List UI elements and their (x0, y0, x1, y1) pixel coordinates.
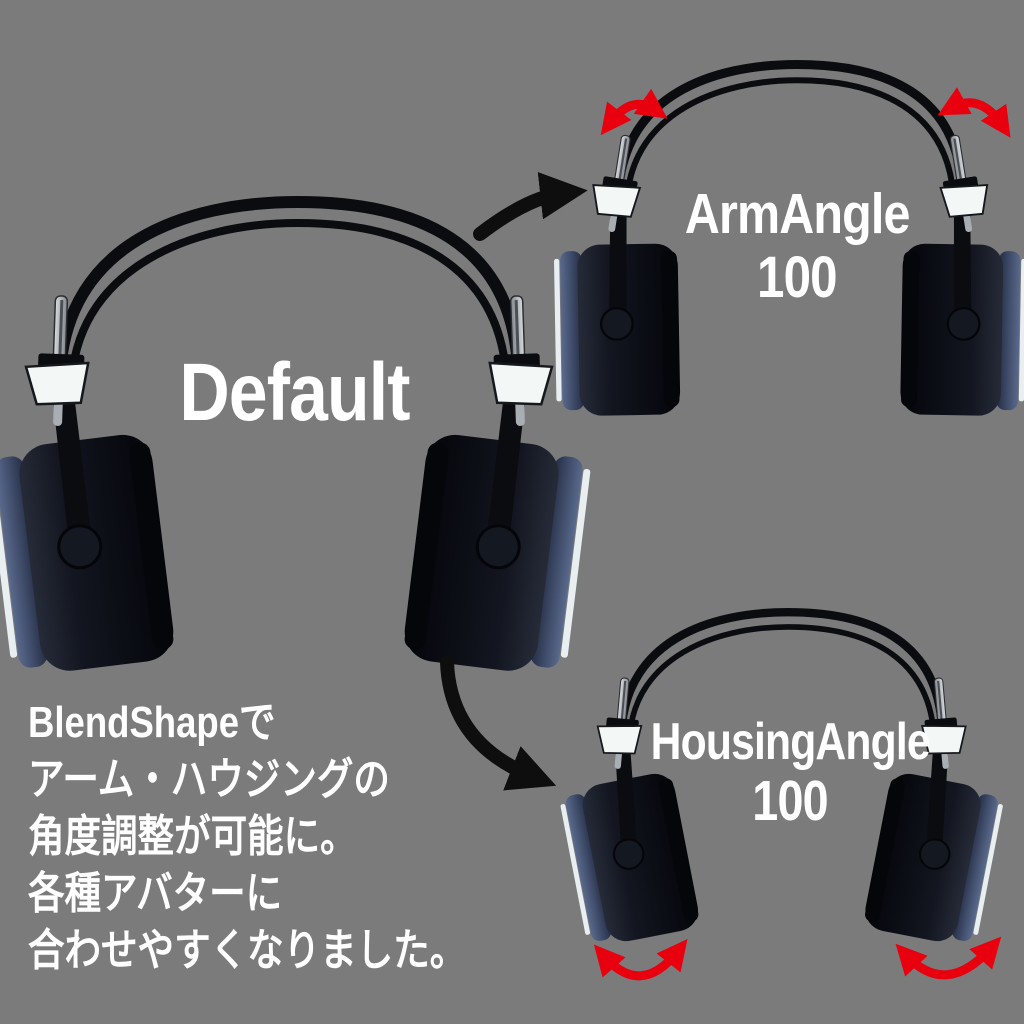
cup-edge-highlight (560, 804, 591, 935)
arm (52, 393, 92, 550)
headband-outer (54, 195, 524, 378)
default-label-text: Default (178, 347, 410, 438)
slider-pin-groove (620, 680, 627, 728)
arm (486, 393, 526, 550)
slider-pin-tip (515, 399, 525, 426)
headphones-housing-angle (560, 607, 1003, 942)
slider-pin-groove (617, 138, 628, 188)
caption-line: BlendShapeで (28, 698, 276, 747)
cup-back-shade (661, 250, 680, 407)
headphones-default (0, 195, 591, 671)
housing-angle-label: HousingAngle 100 (612, 716, 968, 830)
cup-edge-highlight (973, 804, 1003, 935)
cup-edge-highlight (554, 258, 562, 402)
arm (614, 746, 638, 856)
arm (926, 746, 949, 856)
slider-pin-tip (941, 750, 949, 769)
caption-line: アーム・ハウジングの (28, 755, 390, 804)
feature-caption: BlendShapeで アーム・ハウジングの 角度調整が可能に。 各種アバターに… (28, 694, 466, 979)
housing-angle-value-row: 100 (612, 773, 968, 830)
adjuster (592, 184, 642, 218)
headphone-side (900, 134, 1024, 416)
slider-pin-groove (514, 299, 520, 367)
cup-edge-highlight (0, 468, 18, 658)
caption-line: 角度調整が可能に。 (28, 812, 357, 861)
headphone-side (560, 677, 699, 942)
caption-line: 合わせやすくなりました。 (28, 926, 467, 975)
headband-outer (614, 59, 967, 197)
adjuster (939, 184, 989, 218)
ear-pad (565, 794, 612, 941)
headphone-side-mirror (404, 295, 591, 671)
arm-angle-title: ArmAngle (684, 182, 911, 246)
adjuster (596, 725, 643, 755)
slider-pin-tip (608, 212, 618, 233)
slider-pin-tip (53, 399, 63, 426)
ear-cup (404, 434, 591, 671)
housing-angle-title: HousingAngle (650, 713, 930, 771)
headphone-side (404, 295, 591, 671)
arm-angle-label: ArmAngle 100 (632, 186, 962, 307)
headphones-arm-angle (554, 59, 1024, 416)
caption-line: 各種アバターに (28, 869, 283, 918)
arm-joint (946, 307, 981, 341)
arm (609, 207, 627, 325)
adjuster (920, 725, 967, 755)
housing-rotation-arrow-right (895, 936, 1002, 980)
arm-joint (600, 307, 634, 341)
headphone-side (865, 677, 1003, 942)
arm-angle-value: 100 (757, 245, 838, 310)
headband-inner (626, 624, 937, 737)
arm-joint (57, 524, 103, 570)
adjuster (24, 361, 90, 406)
cup-back-shade (901, 250, 920, 407)
cup-back-shade (658, 778, 699, 922)
slider-pin-tip (963, 212, 973, 233)
ear-pad (0, 456, 48, 668)
housing-angle-value: 100 (752, 769, 828, 833)
cup-edge-highlight (560, 468, 591, 658)
arm-joint (612, 838, 645, 870)
headphone-side (554, 134, 681, 416)
slider-pin-groove (937, 680, 944, 728)
ear-pad (952, 794, 998, 941)
housing-angle-title-row: HousingAngle (612, 716, 968, 768)
pointer-to-housing-angle-arrow (440, 655, 557, 791)
arm-rotation-arrow-left (600, 88, 668, 136)
ear-pad (530, 456, 583, 668)
headphone-side (0, 295, 174, 671)
pointer-to-arm-angle-arrow (473, 171, 588, 241)
arm (953, 207, 972, 325)
cup-back-shade (404, 442, 449, 650)
headphone-side-mirror (900, 134, 1024, 416)
cup-back-shade (865, 778, 905, 922)
arm-joint (918, 838, 951, 870)
headphone-side-mirror (865, 677, 1003, 942)
cup-edge-highlight (1018, 258, 1024, 402)
headband-outer (617, 607, 947, 736)
arm-rotation-arrow-right (937, 87, 1011, 138)
arm-angle-title-row: ArmAngle (632, 186, 962, 243)
housing-rotation-arrow-left (593, 938, 688, 981)
adjuster (488, 361, 554, 406)
slider-pin-tip (614, 750, 623, 769)
arm-angle-value-row: 100 (632, 249, 962, 307)
slider-pin-groove (58, 299, 64, 367)
arm-joint (475, 524, 521, 570)
headband-inner (68, 218, 510, 380)
slider-pin-groove (953, 138, 964, 188)
cup-back-shade (129, 442, 174, 650)
default-label: Default (88, 352, 500, 434)
